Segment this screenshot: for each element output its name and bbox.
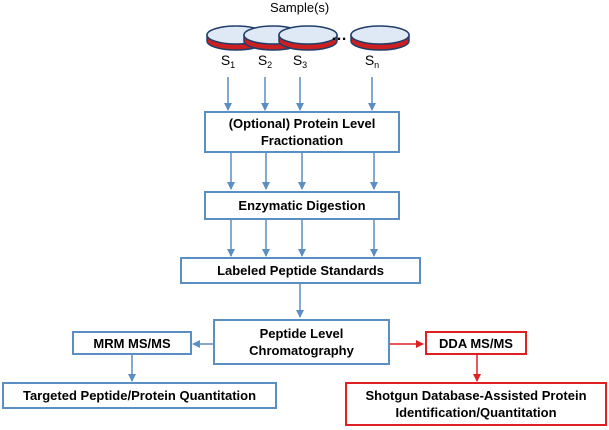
sample-label-2: S2 <box>257 52 273 70</box>
sample-dish-n <box>350 25 410 51</box>
standards-label: Labeled Peptide Standards <box>217 263 384 278</box>
targeted-quantitation-label: Targeted Peptide/Protein Quantitation <box>22 388 257 403</box>
fractionation-box: (Optional) Protein Level Fractionation <box>204 111 400 153</box>
dda-label: DDA MS/MS <box>439 335 513 351</box>
samples-title: Sample(s) <box>270 0 330 15</box>
shotgun-identification-box: Shotgun Database-Assisted Protein Identi… <box>345 382 607 426</box>
dda-box: DDA MS/MS <box>425 331 527 355</box>
fractionation-label: (Optional) Protein Level Fractionation <box>228 116 376 148</box>
sample-label-1: S1 <box>220 52 236 70</box>
chromatography-box: Peptide Level Chromatography <box>213 319 390 365</box>
sample-label-3: S3 <box>292 52 308 70</box>
samples-ellipsis: … <box>331 27 347 44</box>
sample-label-n: Sn <box>364 52 380 70</box>
mrm-label: MRM MS/MS <box>93 335 171 351</box>
shotgun-identification-label: Shotgun Database-Assisted Protein Identi… <box>365 388 587 420</box>
sample-dish-3 <box>278 25 338 51</box>
targeted-quantitation-box: Targeted Peptide/Protein Quantitation <box>2 382 277 409</box>
chromatography-label: Peptide Level Chromatography <box>249 326 354 358</box>
digestion-label: Enzymatic Digestion <box>238 198 366 213</box>
standards-box: Labeled Peptide Standards <box>180 257 421 284</box>
digestion-box: Enzymatic Digestion <box>204 191 400 220</box>
mrm-box: MRM MS/MS <box>72 331 192 355</box>
